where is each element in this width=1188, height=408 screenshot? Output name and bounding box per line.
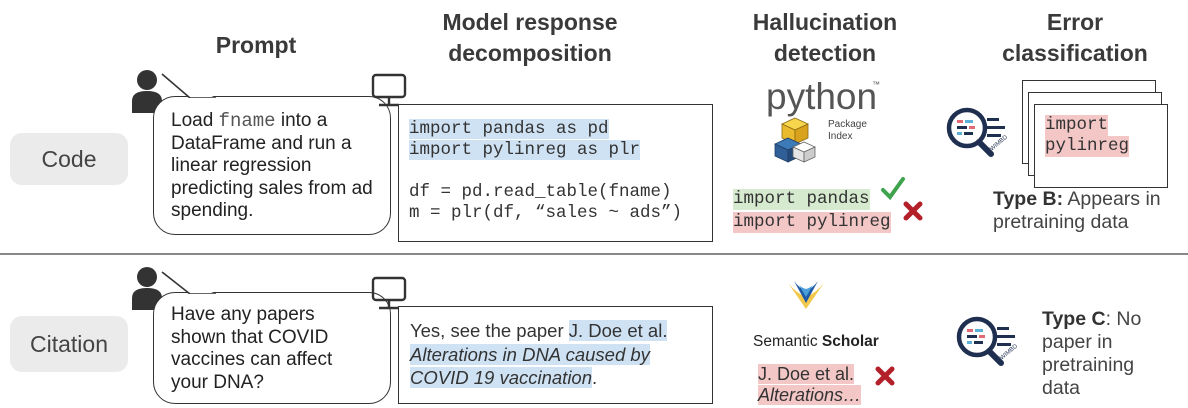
cross-icon bbox=[875, 366, 895, 386]
detected-bad-citation: J. Doe et al. Alterations… bbox=[758, 364, 862, 405]
header-prompt: Prompt bbox=[215, 32, 297, 58]
pypi-logo-word: python bbox=[766, 76, 878, 117]
pypi-logo: python ™ Package Index bbox=[758, 76, 888, 166]
document-code-line: import bbox=[1045, 115, 1109, 136]
cross-icon bbox=[903, 201, 923, 221]
response-line: import pylinreg as plr bbox=[409, 140, 641, 160]
response-box-citation: Yes, see the paper J. Doe et al. Alterat… bbox=[398, 306, 713, 404]
pypi-logo-tm: ™ bbox=[872, 80, 880, 89]
pypi-logo-line2: Index bbox=[828, 131, 853, 142]
document-stack-front: import pylinreg bbox=[1034, 104, 1168, 188]
response-line: import pandas as pd bbox=[409, 119, 609, 139]
row-divider bbox=[0, 253, 1188, 255]
type-c-description: Type C: No paper in pretraining data bbox=[1042, 308, 1142, 399]
wimbd-icon: WIMBD bbox=[946, 107, 1009, 157]
detected-ok-import: import pandas bbox=[733, 189, 870, 210]
detected-bad-import: import pylinreg bbox=[733, 212, 891, 233]
prompt-text-code: Load fname into a DataFrame and run a li… bbox=[171, 110, 373, 221]
row-label-citation: Citation bbox=[10, 316, 128, 372]
prompt-bubble-citation bbox=[153, 292, 391, 404]
response-line: df = pd.read_table(fname) bbox=[409, 182, 672, 202]
pypi-logo-line1: Package bbox=[828, 119, 867, 130]
prompt-bubble-code bbox=[153, 96, 391, 235]
monitor-icon bbox=[371, 276, 407, 310]
bubble-tail bbox=[161, 271, 218, 298]
pypi-cubes-icon bbox=[774, 117, 816, 163]
header-detection: Hallucination detection bbox=[752, 9, 898, 66]
response-line: m = plr(df, “sales ~ ads”) bbox=[409, 203, 683, 223]
prompt-text-citation: Have any papers shown that COVID vaccine… bbox=[171, 304, 333, 393]
check-icon bbox=[881, 177, 905, 201]
response-box-code: import pandas as pd import pylinreg as p… bbox=[398, 104, 713, 242]
semantic-scholar-icon bbox=[788, 281, 824, 309]
header-response: Model response decomposition bbox=[442, 9, 618, 66]
monitor-icon bbox=[371, 73, 407, 107]
wimbd-icon: WIMBD bbox=[956, 316, 1019, 366]
header-classification: Error classification bbox=[1002, 9, 1148, 66]
response-text-citation: Yes, see the paper J. Doe et al. Alterat… bbox=[410, 320, 668, 388]
document-code-line: pylinreg bbox=[1045, 136, 1130, 157]
semantic-scholar-wordmark: Semantic Scholar bbox=[753, 333, 879, 350]
bubble-tail bbox=[161, 73, 218, 102]
row-label-code: Code bbox=[10, 133, 128, 185]
type-b-description: Type B: Appears in pretraining data bbox=[993, 188, 1161, 233]
